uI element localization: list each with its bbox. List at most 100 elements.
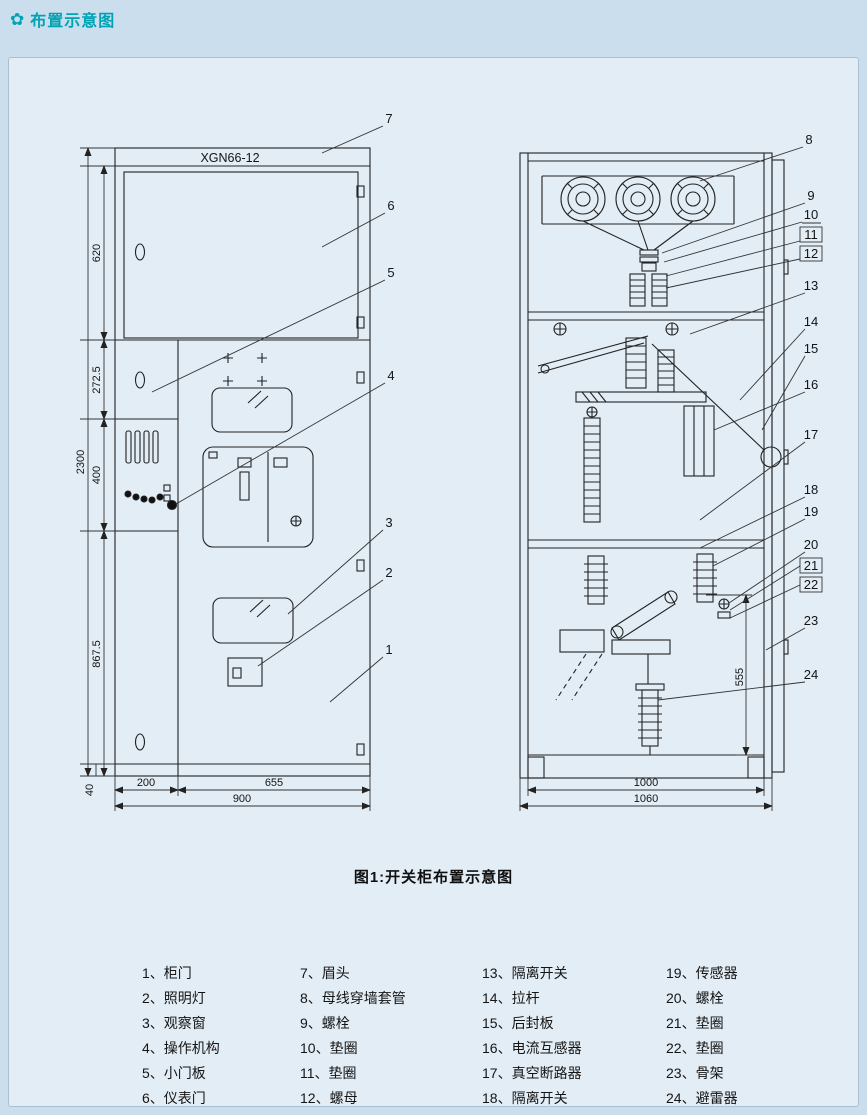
- callout-18-label: 18: [804, 482, 818, 497]
- mechanism-dot: [166, 499, 178, 511]
- lower-door-handle: [134, 733, 146, 751]
- front-extension-lines: [80, 147, 371, 811]
- legend-item-6: 6、仪表门: [142, 1090, 206, 1106]
- cross-bar: [575, 391, 707, 403]
- upper-window: [211, 387, 293, 433]
- dim-555-label: 555: [734, 668, 746, 686]
- callout-23-label: 23: [804, 613, 818, 628]
- dim-655-label: 655: [265, 777, 283, 789]
- legend-item-20: 20、螺栓: [666, 990, 724, 1006]
- lower-bolt: [717, 598, 731, 619]
- legend-item-5: 5、小门板: [142, 1065, 206, 1081]
- side-leader-lines: [657, 146, 806, 701]
- callout-14-label: 14: [804, 314, 818, 329]
- isolating-switch-upper: [537, 335, 675, 393]
- lower-insulator: [584, 555, 608, 605]
- callout-boxes: [799, 222, 823, 593]
- legend-item-3: 3、观察窗: [142, 1015, 206, 1031]
- center-insulator: [583, 406, 601, 523]
- callout-5-label: 5: [387, 265, 394, 280]
- dim-400-label: 400: [91, 466, 103, 484]
- beam-bolts: [553, 322, 679, 336]
- lamp-inner: [232, 667, 242, 679]
- legend-item-4: 4、操作机构: [142, 1040, 220, 1056]
- lighting-lamp: [227, 657, 263, 687]
- dim-900-label: 900: [233, 793, 251, 805]
- callout-8-label: 8: [805, 132, 812, 147]
- dim-867-label: 867.5: [91, 640, 103, 668]
- observation-window-shine: [249, 599, 271, 618]
- diagram-panel: [8, 57, 859, 1107]
- callout-2-label: 2: [385, 565, 392, 580]
- dim-1060-label: 1060: [634, 793, 658, 805]
- bolt-assembly: [629, 249, 668, 307]
- side-frame-lines: [527, 153, 765, 778]
- dashed-links: [555, 653, 603, 701]
- side-dimension-labels: 1000 1060 555: [634, 668, 746, 805]
- section-lines: [115, 339, 370, 776]
- current-transformer: [683, 405, 715, 477]
- lightning-arrester: [635, 683, 665, 755]
- bushing-3: [670, 176, 716, 222]
- schematic-svg: 620 272.5 400 867.5 2300 40 200 655 900 …: [75, 111, 823, 811]
- flower-icon: ✿: [10, 9, 25, 29]
- legend-item-12: 12、螺母: [300, 1090, 358, 1106]
- legend-item-14: 14、拉杆: [482, 990, 540, 1006]
- legend-column-2: 7、眉头 8、母线穿墙套管 9、螺栓 10、垫圈 11、垫圈 12、螺母: [300, 961, 406, 1111]
- model-label: XGN66-12: [200, 151, 259, 165]
- page-title: 布置示意图: [30, 13, 116, 30]
- operating-mechanism-panel: [202, 446, 314, 548]
- legend-item-21: 21、垫圈: [666, 1015, 724, 1031]
- side-view-drawing: [519, 152, 789, 779]
- callout-9-label: 9: [807, 188, 814, 203]
- side-callouts: 8 9 10 11 12 13 14 15 16 17 18 19 20 21 …: [657, 132, 823, 701]
- callout-6-label: 6: [387, 198, 394, 213]
- indicator-panel: [124, 430, 171, 504]
- figure-caption: 图1:开关柜布置示意图: [353, 869, 514, 886]
- top-beam: [528, 311, 764, 321]
- door-handle: [134, 243, 146, 261]
- dim-620-label: 620: [91, 244, 103, 262]
- front-dimension-labels: 620 272.5 400 867.5 2300 40 200 655 900 …: [75, 151, 283, 805]
- front-leader-lines: [151, 125, 386, 703]
- side-dimensions: [519, 594, 773, 811]
- parts-legend: 1、柜门 2、照明灯 3、观察窗 4、操作机构 5、小门板 6、仪表门 7、眉头…: [0, 961, 867, 1113]
- legend-item-17: 17、真空断路器: [482, 1065, 582, 1081]
- legend-item-16: 16、电流互感器: [482, 1040, 582, 1056]
- legend-column-3: 13、隔离开关 14、拉杆 15、后封板 16、电流互感器 17、真空断路器 1…: [482, 961, 582, 1111]
- callout-21-label: 21: [804, 558, 818, 573]
- legend-item-9: 9、螺栓: [300, 1015, 350, 1031]
- base-foot-right: [747, 756, 765, 779]
- dim-200-label: 200: [137, 777, 155, 789]
- callout-19-label: 19: [804, 504, 818, 519]
- legend-column-4: 19、传感器 20、螺栓 21、垫圈 22、垫圈 23、骨架 24、避雷器: [666, 961, 738, 1111]
- hinges: [356, 185, 365, 756]
- callout-15-label: 15: [804, 341, 818, 356]
- front-callouts: 7 6 5 4 3 2 1: [151, 111, 395, 703]
- front-view-drawing: [114, 147, 371, 777]
- legend-item-10: 10、垫圈: [300, 1040, 358, 1056]
- callout-1-label: 1: [385, 642, 392, 657]
- callout-7-label: 7: [385, 111, 392, 126]
- mid-rails: [528, 539, 764, 549]
- legend-item-1: 1、柜门: [142, 965, 192, 981]
- callout-22-label: 22: [804, 577, 818, 592]
- upper-window-shine: [247, 390, 269, 409]
- legend-item-13: 13、隔离开关: [482, 965, 568, 981]
- legend-item-2: 2、照明灯: [142, 990, 206, 1006]
- bushing-2: [615, 176, 661, 222]
- small-door-handle: [134, 371, 146, 389]
- sensor: [693, 553, 717, 603]
- instrument-door: [123, 171, 359, 339]
- observation-window: [212, 597, 294, 644]
- legend-item-18: 18、隔离开关: [482, 1090, 568, 1106]
- callout-17-label: 17: [804, 427, 818, 442]
- dim-2300-label: 2300: [75, 450, 87, 474]
- callout-3-label: 3: [385, 515, 392, 530]
- cabinet-outline: [114, 147, 371, 777]
- legend-item-24: 24、避雷器: [666, 1090, 738, 1106]
- legend-item-11: 11、垫圈: [300, 1065, 357, 1081]
- dim-40-label: 40: [84, 784, 96, 796]
- legend-item-22: 22、垫圈: [666, 1040, 724, 1056]
